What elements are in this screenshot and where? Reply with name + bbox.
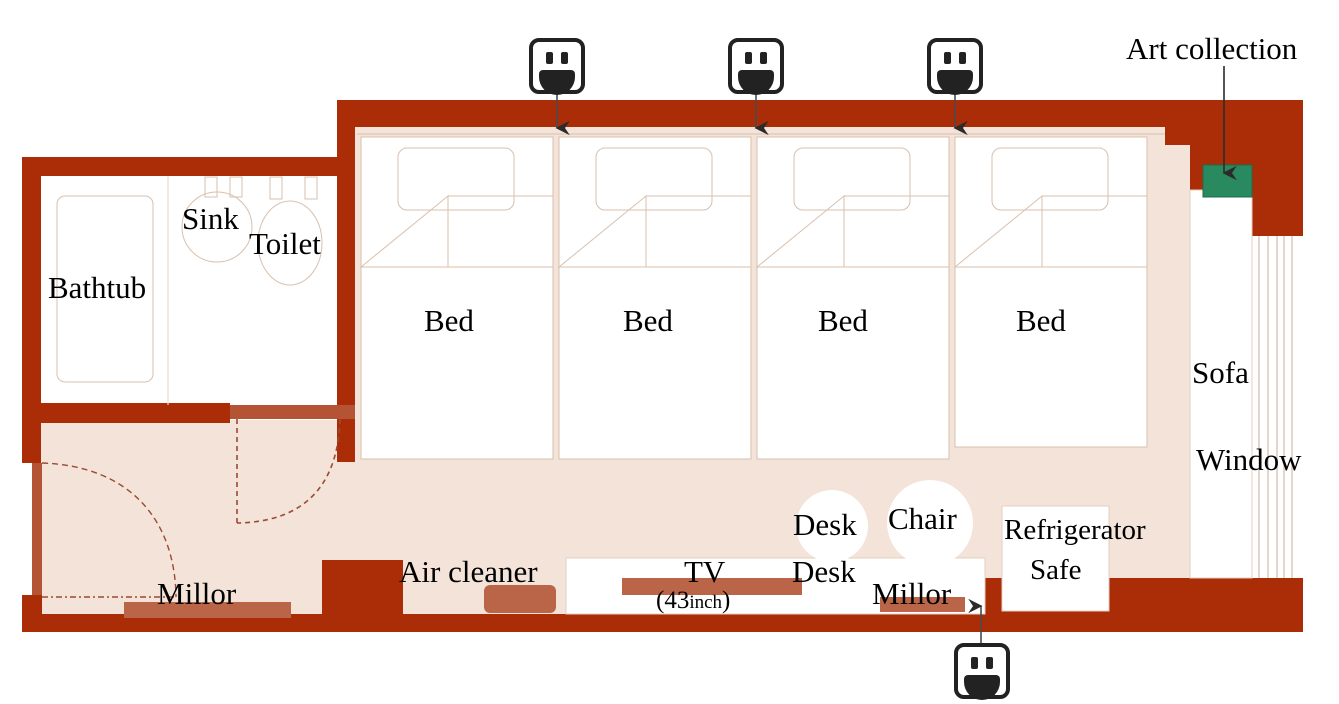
label-bed-4: Bed: [1016, 303, 1066, 338]
label-toilet: Toilet: [249, 226, 321, 261]
label-safe: Safe: [1030, 554, 1082, 586]
bed-2-mattress: [558, 136, 752, 460]
toilet-cistern: [269, 176, 283, 200]
bathroom-door-swing-arc: [236, 418, 341, 524]
chair-circle-shape: [887, 480, 973, 566]
wall-bathroom-bottom: [22, 403, 230, 423]
power-outlet-top-1-icon[interactable]: [529, 38, 585, 95]
millor-left-shape: [124, 602, 291, 618]
label-refrigerator: Refrigerator: [1004, 514, 1146, 546]
label-bed-1: Bed: [424, 303, 474, 338]
bed-4-pillow: [991, 147, 1109, 211]
label-air-cleaner: Air cleaner: [399, 554, 538, 589]
label-desk-circle: Desk: [793, 507, 857, 542]
leader-arrows-group: [555, 66, 1237, 644]
label-bathtub: Bathtub: [48, 270, 147, 305]
wall-bathroom-bedroom-divider: [337, 100, 355, 462]
label-tv: TV: [684, 554, 726, 589]
power-outlet-top-3-icon[interactable]: [927, 38, 983, 95]
label-desk-counter: Desk: [792, 554, 856, 589]
bed-3-mattress: [756, 136, 950, 460]
label-sofa: Sofa: [1192, 355, 1249, 390]
bathtub-shape: [56, 195, 154, 383]
label-tv-size-unit: inch: [689, 592, 723, 613]
bathroom-door-threshold: [230, 405, 355, 419]
bed-3-pillow: [793, 147, 911, 211]
label-tv-size: (43inch): [656, 588, 730, 613]
label-tv-size-open: (43: [656, 587, 690, 614]
label-millor-right: Millor: [872, 576, 952, 611]
label-tv-size-close: ): [722, 587, 731, 614]
bed-2-pillow: [595, 147, 713, 211]
refrigerator-safe-shape: [1001, 505, 1110, 612]
bed-1-mattress: [360, 136, 554, 460]
bed-3: [755, 136, 950, 460]
label-art-collection: Art collection: [1126, 31, 1298, 66]
door-swings-group: [41, 418, 341, 598]
window-glazing-group: [1252, 236, 1303, 578]
wall-bottom-main: [22, 614, 985, 632]
walls-group: [22, 100, 1303, 632]
power-outlet-top-2-icon[interactable]: [728, 38, 784, 95]
wall-block-air-cleaner-left: [322, 560, 403, 618]
air-cleaner-shape: [484, 585, 556, 613]
art-collection-shape: [1202, 164, 1253, 198]
label-bed-3: Bed: [818, 303, 868, 338]
wall-top-bedroom: [337, 100, 1303, 127]
wall-bathroom-left: [22, 157, 41, 463]
beds-group: [357, 133, 1165, 460]
bed-1: [359, 136, 554, 460]
label-chair-circle: Chair: [888, 501, 957, 536]
toilet-cistern-2: [304, 176, 318, 200]
power-outlet-bottom-1-icon[interactable]: [954, 643, 1010, 700]
toilet-shape: [257, 200, 323, 286]
label-bed-2: Bed: [623, 303, 673, 338]
entrance-door-swing-arc: [41, 462, 177, 598]
sofa-shape: [1189, 189, 1253, 579]
wall-entry-left: [32, 463, 42, 595]
label-millor-left: Millor: [157, 576, 237, 611]
sink-tap: [204, 176, 218, 198]
desk-circle-shape: [796, 490, 868, 562]
bed-2: [557, 136, 752, 460]
millor-right-shape: [880, 597, 965, 612]
bed-4-sheet-fold: [953, 194, 1043, 268]
sink-tap-2: [229, 176, 243, 198]
label-sink: Sink: [182, 201, 239, 236]
bed-4-mattress: [954, 136, 1148, 448]
outlet-icons-group: [529, 38, 1010, 700]
wall-bottom-right-strip: [1140, 578, 1303, 632]
sofa-panel-group: [1189, 189, 1253, 579]
bed-1-pillow: [397, 147, 515, 211]
label-window: Window: [1196, 442, 1302, 477]
bed-4: [953, 136, 1148, 448]
bed-2-sheet-fold: [557, 194, 647, 268]
tv-shape: [622, 578, 802, 595]
wall-bathroom-top: [22, 157, 355, 176]
desk-counter-group: [565, 480, 986, 615]
bed-3-sheet-fold: [755, 194, 845, 268]
bathroom-fixtures-group: [56, 176, 323, 405]
